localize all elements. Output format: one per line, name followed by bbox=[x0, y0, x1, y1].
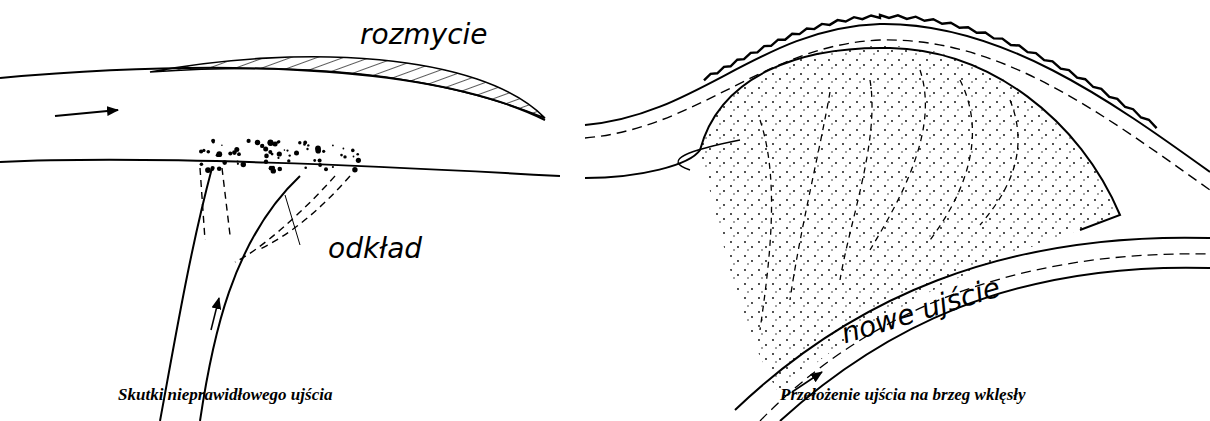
deposit-dot bbox=[216, 151, 222, 157]
deposit-dot bbox=[307, 144, 309, 146]
lower-bank-left bbox=[0, 160, 560, 176]
deposit-dot bbox=[298, 141, 301, 144]
deposit-dot bbox=[332, 145, 334, 147]
deposit-dot bbox=[343, 155, 346, 158]
deposit-dot bbox=[234, 147, 239, 152]
deposit-dot bbox=[352, 167, 357, 172]
deposit-dot bbox=[269, 166, 274, 171]
deposit-dot bbox=[294, 150, 299, 155]
deposit-dot bbox=[260, 144, 264, 148]
deposit-dot bbox=[318, 159, 322, 163]
deposit-dot bbox=[324, 167, 328, 171]
deposit-dot bbox=[284, 149, 286, 151]
deposit-dot bbox=[332, 166, 334, 168]
new-mouth-bank bbox=[780, 268, 1210, 421]
deposit-dot bbox=[357, 160, 359, 162]
new-mouth-dashed bbox=[760, 254, 1210, 421]
deposit-dot bbox=[247, 139, 251, 143]
deposit-dot bbox=[277, 141, 280, 144]
river-label: rozmycie bbox=[360, 18, 488, 51]
deposit-line bbox=[285, 195, 300, 245]
river-label: odkład bbox=[328, 232, 422, 265]
new-mouth-bank bbox=[735, 238, 1210, 410]
deposit-dot bbox=[264, 154, 269, 159]
deposit-dot bbox=[237, 163, 239, 165]
flow-arrow bbox=[211, 298, 219, 330]
upper-bank bbox=[0, 68, 545, 120]
deposit-lines bbox=[200, 168, 350, 262]
deposit-dot bbox=[315, 148, 321, 154]
deposit-dot bbox=[217, 167, 222, 172]
deposit-dot bbox=[277, 157, 279, 159]
deposit-dot bbox=[211, 168, 214, 171]
deposit-dot bbox=[268, 140, 274, 146]
deposit-dot bbox=[212, 141, 214, 143]
erosion-hatch bbox=[150, 57, 545, 118]
deposit-dot bbox=[287, 159, 290, 162]
caption-text: Przełożenie ujścia na brzeg wklęsły bbox=[780, 385, 1026, 405]
deposit-dot bbox=[205, 167, 211, 173]
eroded-bank bbox=[704, 15, 1157, 128]
deposit-dot bbox=[303, 143, 306, 146]
flow-arrow bbox=[55, 110, 118, 116]
deposit-dot bbox=[228, 151, 232, 155]
deposit-dot bbox=[343, 148, 345, 150]
caption-text: Skutki nieprawidłowego ujścia bbox=[118, 385, 332, 405]
deposit-dot bbox=[277, 151, 282, 156]
deposit-dot bbox=[313, 159, 316, 162]
deposit-dot bbox=[340, 154, 343, 157]
deposit-dot bbox=[353, 156, 355, 158]
deposit-dot bbox=[306, 148, 308, 150]
inner-bank bbox=[585, 48, 1120, 230]
deposit-dot bbox=[255, 140, 260, 145]
deposit-dot bbox=[264, 160, 268, 164]
deposit-dot bbox=[207, 150, 211, 154]
deposit-dot bbox=[268, 150, 272, 154]
deposit-dot bbox=[199, 149, 203, 153]
deposit-dot bbox=[221, 145, 223, 147]
channel bbox=[678, 140, 740, 170]
deposit-dot bbox=[237, 152, 241, 156]
deposit-dot bbox=[356, 158, 361, 163]
tributary-bank bbox=[160, 168, 212, 421]
tributary-bank bbox=[200, 176, 300, 421]
deposit-dot bbox=[211, 139, 215, 143]
deposit-dot bbox=[216, 154, 219, 157]
deposit-dot bbox=[241, 162, 246, 167]
deposit-dot bbox=[356, 153, 359, 156]
deposit-dot bbox=[200, 162, 204, 166]
deposit-dot bbox=[304, 167, 307, 170]
deposit-dot bbox=[237, 160, 239, 162]
sand-area bbox=[700, 46, 1120, 395]
deposit-dot bbox=[286, 150, 288, 152]
deposit-dot bbox=[318, 163, 322, 167]
deposit-dot bbox=[268, 140, 274, 146]
deposit-dot bbox=[289, 154, 291, 156]
deposit-dots bbox=[199, 139, 361, 174]
old-bank-dashed bbox=[585, 40, 1210, 190]
deposit-dot bbox=[211, 166, 215, 170]
deposit-dot bbox=[351, 149, 355, 153]
deposit-dot bbox=[263, 147, 268, 152]
deposit-dot bbox=[278, 167, 283, 172]
deposit-dot bbox=[222, 160, 227, 165]
deposit-dot bbox=[322, 150, 325, 153]
